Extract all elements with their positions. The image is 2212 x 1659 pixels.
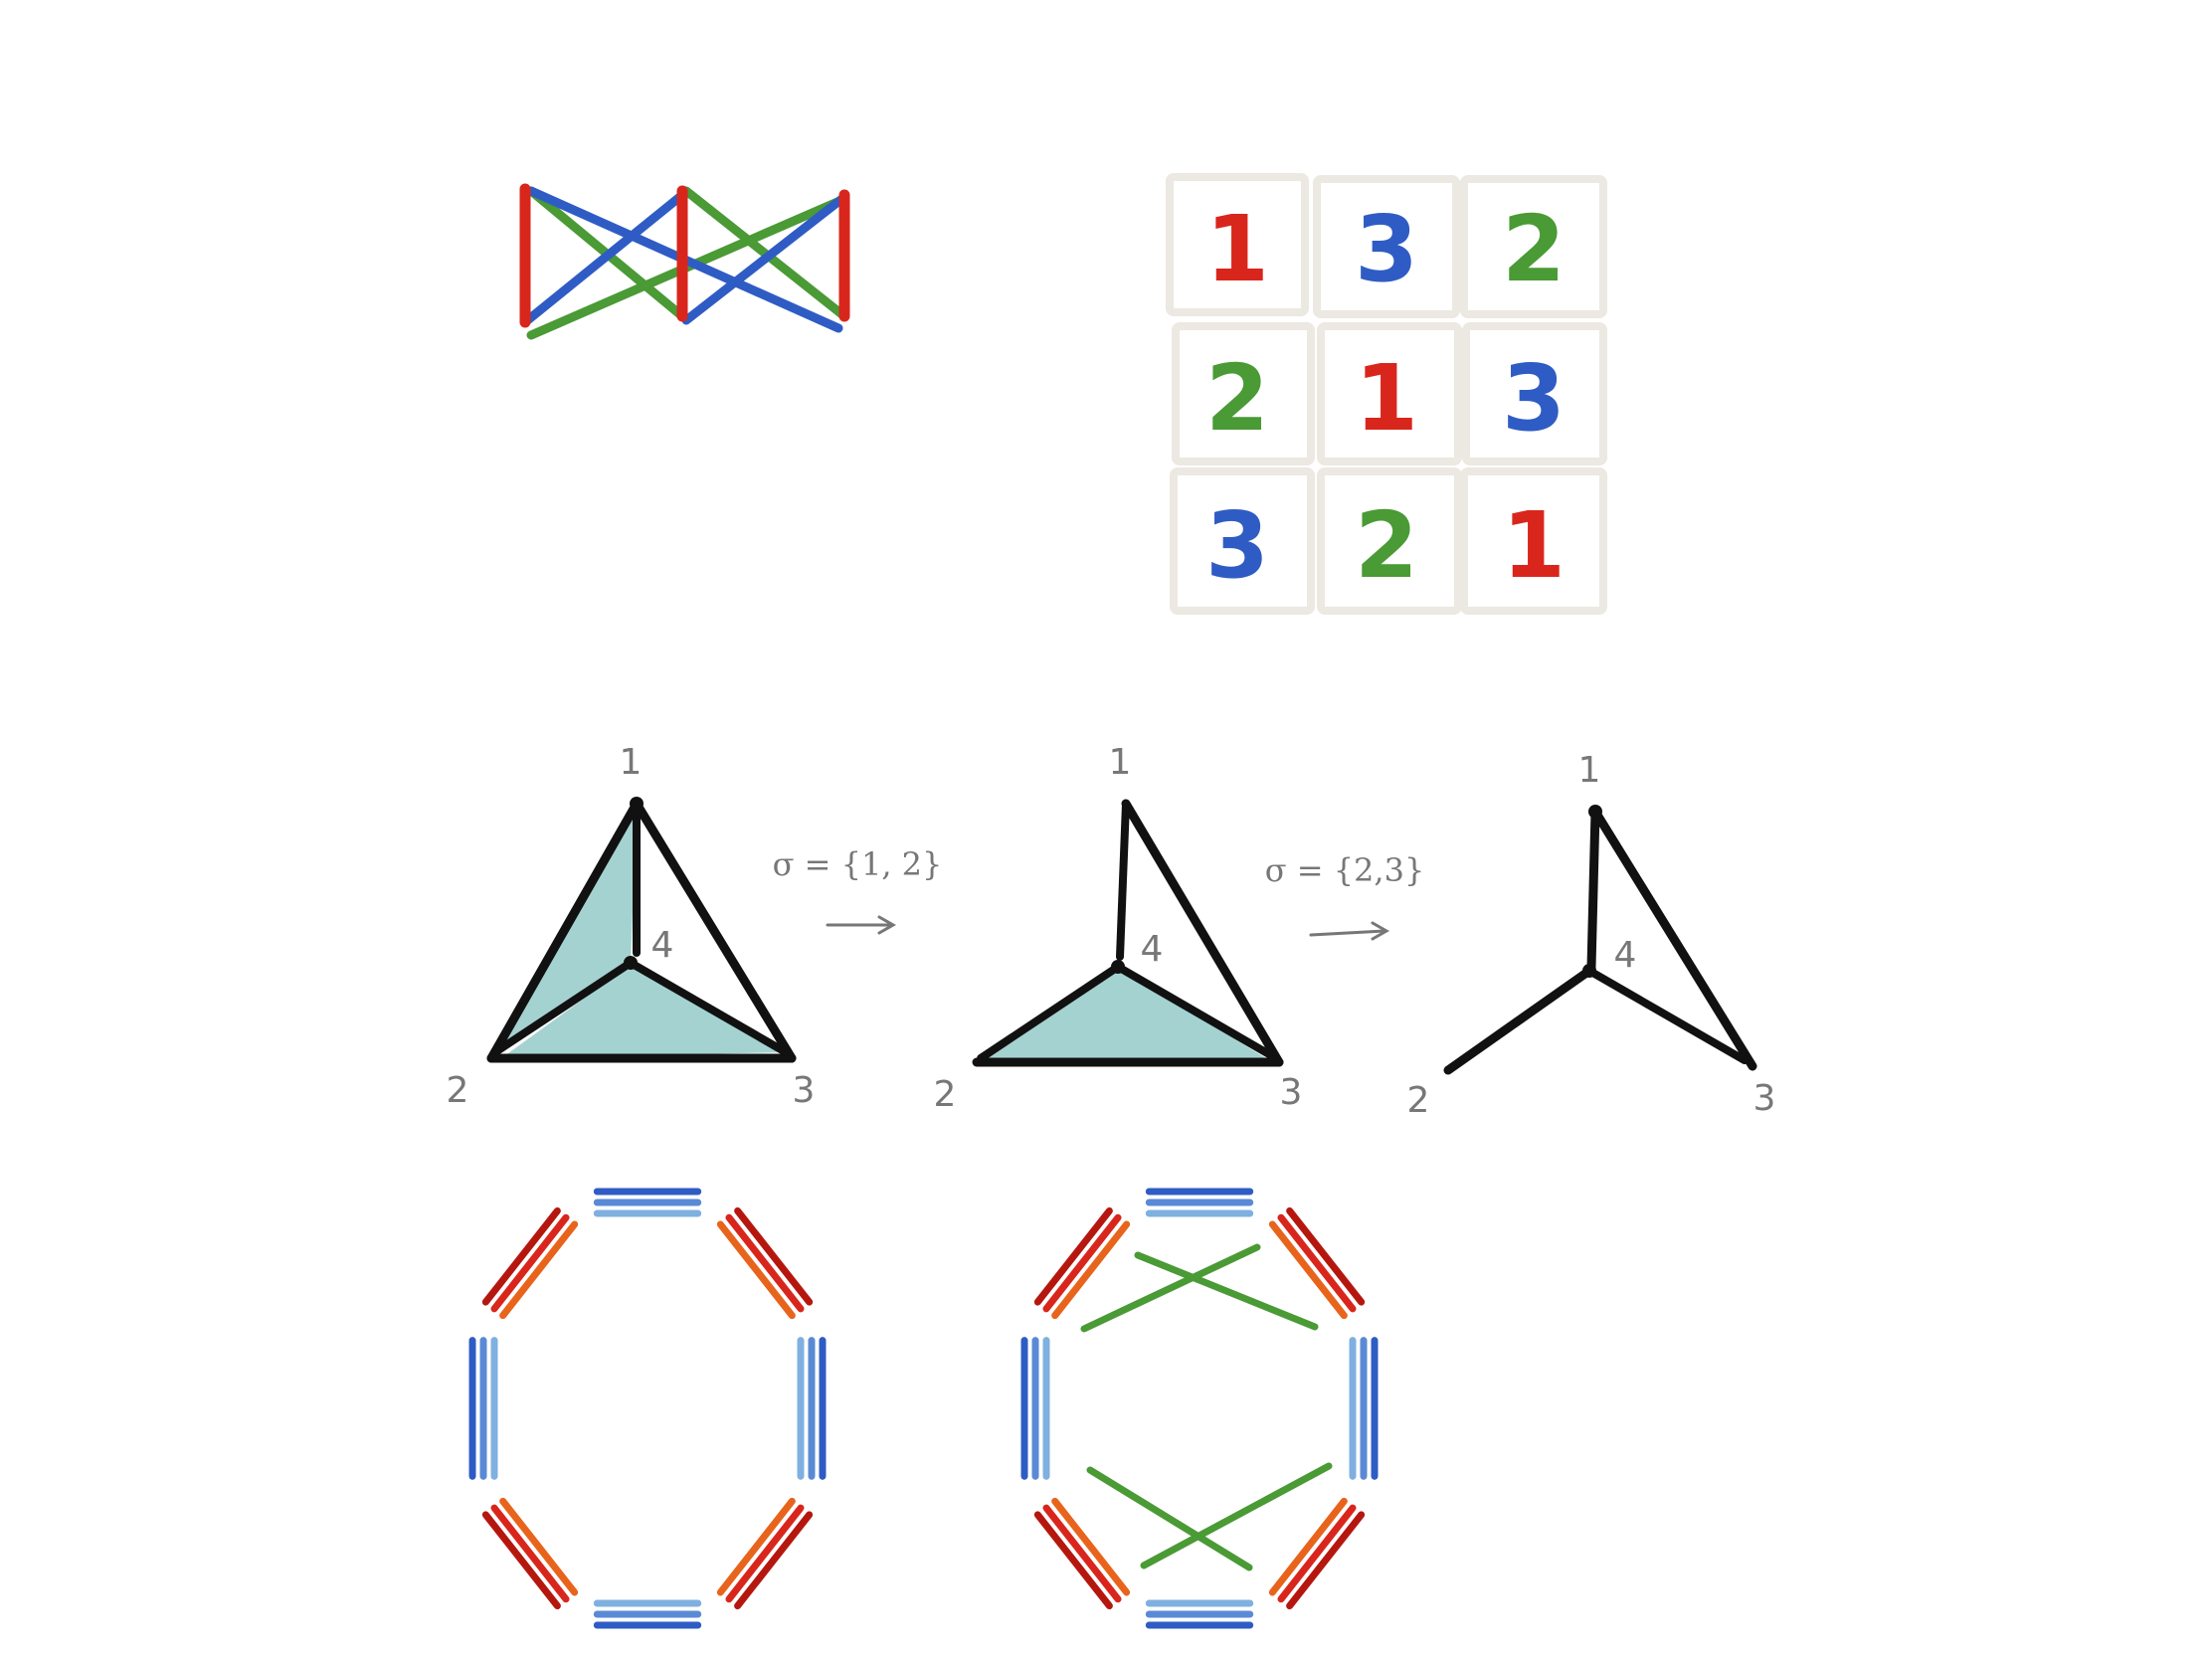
vertex-label-2: 2 [447, 1070, 469, 1111]
latin-square-digit: 1 [1205, 196, 1269, 302]
edge [1585, 967, 1749, 1064]
band-strand [499, 1497, 579, 1596]
band-strand [481, 1206, 561, 1306]
latin-square-digit: 1 [1355, 345, 1418, 452]
band-strand [1277, 1213, 1357, 1313]
band-strand [490, 1213, 570, 1313]
band-strand [1268, 1497, 1348, 1596]
graph-edge-blue [520, 190, 687, 327]
band-strand [734, 1511, 814, 1610]
shaded-face [979, 967, 1269, 1062]
crossing-strand-green [1080, 1243, 1261, 1333]
vertex-label-2: 2 [1407, 1080, 1430, 1121]
band-strand [1051, 1220, 1131, 1320]
transition-arrow-1: σ = {1, 2} [773, 845, 943, 935]
octagon-band-left [468, 1188, 827, 1629]
latin-square-digit: 2 [1205, 345, 1269, 452]
vertex-label-1: 1 [1578, 750, 1601, 791]
band-strand [1033, 1511, 1113, 1610]
latin-square-digit: 1 [1502, 492, 1566, 599]
band-strand [1277, 1504, 1357, 1603]
band-strand [1042, 1213, 1122, 1313]
arrow-label: σ = {1, 2} [773, 845, 943, 883]
complex-tree: 1 2 3 4 [1407, 750, 1776, 1121]
band-strand [716, 1497, 796, 1596]
band-strand [490, 1504, 570, 1603]
crossing-strand-green [1140, 1462, 1333, 1569]
complex-one-face: 1 2 3 4 [934, 742, 1303, 1115]
band-strand [1042, 1504, 1122, 1603]
vertex-label-3: 3 [1280, 1072, 1303, 1113]
grid-cell [1460, 467, 1607, 615]
graph-edge-blue [681, 192, 849, 325]
grid-cell [1462, 322, 1607, 465]
edge [1121, 799, 1284, 1067]
latin-square-digit: 3 [1205, 492, 1269, 599]
latin-square-digit: 3 [1502, 345, 1566, 452]
vertex-label-3: 3 [793, 1070, 816, 1111]
grid-cell [1170, 467, 1315, 615]
vertex-label-2: 2 [934, 1074, 957, 1115]
edge [491, 959, 635, 1056]
edge [1443, 966, 1594, 1075]
latin-square-digit: 2 [1355, 492, 1418, 599]
arrow-head [1371, 921, 1390, 941]
grid-cell [1166, 173, 1309, 316]
grid-cell [1313, 175, 1460, 318]
edge [977, 963, 1122, 1062]
vertex-label-1: 1 [1109, 742, 1132, 783]
vertex-label-3: 3 [1753, 1078, 1776, 1119]
arrow-label: σ = {2,3} [1265, 851, 1425, 889]
arrow-shaft [1309, 929, 1386, 937]
grid-cell [1460, 175, 1607, 318]
band-strand [481, 1511, 561, 1610]
transition-arrow-2: σ = {2,3} [1265, 851, 1425, 941]
grid-cell [1317, 322, 1462, 465]
band-strand [499, 1220, 579, 1320]
bipartite-graph [519, 183, 850, 340]
grid-cell [1172, 322, 1315, 465]
band-strand [725, 1504, 805, 1603]
vertex-label-4: 4 [1614, 935, 1637, 976]
edge [1586, 807, 1600, 972]
edge [1114, 963, 1273, 1058]
band-strand [716, 1220, 796, 1320]
shaded-face [501, 965, 788, 1058]
band-strand [1286, 1511, 1366, 1610]
edge [627, 959, 790, 1056]
latin-square-digit: 2 [1502, 196, 1566, 302]
edge [1590, 807, 1757, 1071]
vertex-label-4: 4 [651, 925, 674, 966]
band-strand [1033, 1206, 1113, 1306]
crossing-strand-green [1134, 1251, 1319, 1331]
octagon-band-right [1020, 1188, 1379, 1629]
complex-full: 1 2 3 4 [447, 742, 816, 1111]
latin-square-digit: 3 [1355, 196, 1418, 302]
edge [1116, 800, 1130, 961]
band-strand [734, 1206, 814, 1306]
band-strand [1268, 1220, 1348, 1320]
band-strand [1051, 1497, 1131, 1596]
edge [632, 799, 797, 1063]
vertex-label-4: 4 [1141, 929, 1164, 970]
arrow-head [877, 915, 897, 935]
band-strand [1286, 1206, 1366, 1306]
grid-cell [1317, 467, 1462, 615]
vertex-label-1: 1 [620, 742, 643, 783]
band-strand [725, 1213, 805, 1313]
crossing-strand-green [1086, 1466, 1253, 1571]
edge [486, 799, 642, 1063]
